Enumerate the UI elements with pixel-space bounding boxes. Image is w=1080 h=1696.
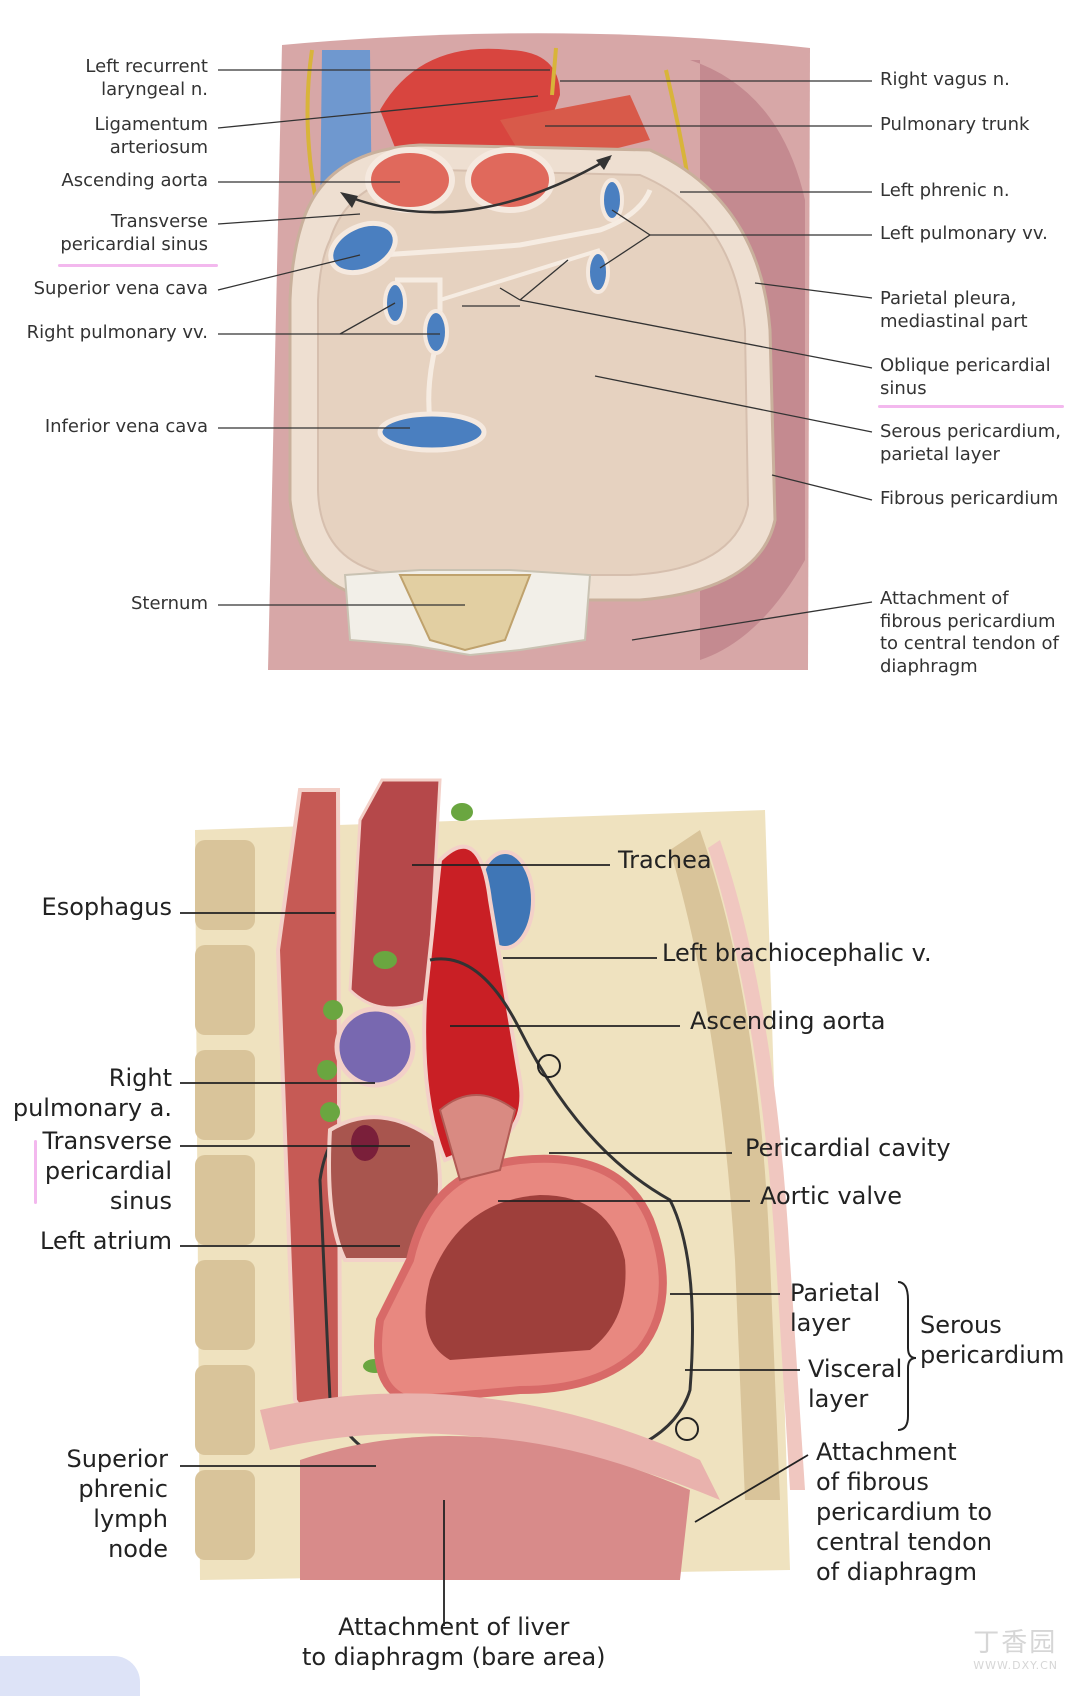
label-left-recurrent-laryngeal-n: Left recurrent laryngeal n. bbox=[85, 56, 208, 100]
label-left-phrenic-n: Left phrenic n. bbox=[880, 180, 1010, 201]
label-right-pulmonary-a: Right pulmonary a. bbox=[12, 1064, 172, 1122]
label-parietal-layer: Parietal layer bbox=[790, 1279, 881, 1337]
label-parietal-pleura: Parietal pleura, mediastinal part bbox=[880, 288, 1028, 332]
label-esophagus: Esophagus bbox=[41, 893, 172, 921]
label-aortic-valve: Aortic valve bbox=[760, 1182, 902, 1210]
vertebral-column bbox=[195, 840, 255, 1560]
label-left-atrium: Left atrium bbox=[39, 1227, 172, 1255]
label-inferior-vena-cava: Inferior vena cava bbox=[44, 416, 208, 437]
label-attachment-fibrous-pericardium-top: Attachment of fibrous pericardium to cen… bbox=[880, 588, 1059, 677]
label-transverse-pericardial-sinus-top: Transverse pericardial sinus bbox=[60, 211, 208, 255]
sternum-body bbox=[398, 574, 532, 652]
pericardial-sac-illustration bbox=[217, 33, 873, 671]
label-right-vagus-n: Right vagus n. bbox=[880, 69, 1010, 90]
vagus-nerve bbox=[550, 47, 558, 96]
anterior-chest-wall bbox=[708, 840, 805, 1490]
label-transverse-pericardial-sinus-bottom: Transverse pericardial sinus bbox=[42, 1127, 172, 1215]
watermark-brand: 丁香园 bbox=[973, 1628, 1058, 1658]
corner-tab-decoration bbox=[0, 1656, 140, 1696]
label-ascending-aorta-top: Ascending aorta bbox=[61, 170, 208, 191]
label-serous-pericardium-parietal: Serous pericardium, parietal layer bbox=[880, 421, 1062, 465]
highlight-bar-transverse-sinus bbox=[34, 1140, 37, 1204]
left-pulmonary-vein-upper bbox=[600, 178, 624, 222]
label-oblique-pericardial-sinus: Oblique pericardial sinus bbox=[880, 355, 1051, 399]
top-leader-lines bbox=[217, 69, 873, 641]
reflection-line-upper bbox=[379, 188, 653, 258]
label-ligamentum-arteriosum: Ligamentum arteriosum bbox=[94, 114, 208, 158]
arrowhead-left bbox=[340, 192, 358, 208]
ivc-cut bbox=[377, 411, 487, 453]
label-left-brachiocephalic-v: Left brachiocephalic v. bbox=[662, 939, 932, 967]
pericardial-cavity-marker bbox=[537, 1054, 561, 1078]
attachment-marker bbox=[675, 1417, 699, 1441]
ascending-aorta-cut bbox=[365, 147, 455, 213]
highlight-underline-transverse-sinus bbox=[58, 264, 218, 267]
watermark-url: WWW.DXY.CN bbox=[973, 1659, 1058, 1672]
serous-bracket bbox=[897, 1281, 917, 1431]
highlight-underline-oblique-sinus bbox=[878, 405, 1064, 408]
label-sternum: Sternum bbox=[131, 593, 208, 614]
left-pulmonary-vein-lower bbox=[586, 250, 610, 294]
sagittal-section-illustration bbox=[180, 778, 917, 1626]
top-diagram-panel: Left recurrent laryngeal n. Ligamentum a… bbox=[0, 0, 1080, 700]
label-attachment-fibrous-pericardium-bottom: Attachment of fibrous pericardium to cen… bbox=[816, 1438, 993, 1586]
label-pericardial-cavity: Pericardial cavity bbox=[745, 1134, 951, 1162]
ventricle-cavity bbox=[425, 1195, 626, 1360]
pulmonary-vein-opening bbox=[351, 1125, 379, 1161]
label-trachea: Trachea bbox=[618, 846, 712, 874]
label-visceral-layer: Visceral layer bbox=[808, 1355, 903, 1413]
label-ascending-aorta-bottom: Ascending aorta bbox=[690, 1007, 886, 1035]
aortic-valve-leaflets bbox=[438, 1094, 517, 1182]
arrowhead-right bbox=[596, 155, 612, 170]
label-fibrous-pericardium: Fibrous pericardium bbox=[880, 488, 1059, 509]
right-pulmonary-vein-lower bbox=[423, 309, 449, 355]
watermark: 丁香园 WWW.DXY.CN bbox=[973, 1622, 1058, 1672]
label-superior-phrenic-lymph-node: Superior phrenic lymph node bbox=[66, 1445, 168, 1563]
label-right-pulmonary-vv: Right pulmonary vv. bbox=[26, 322, 208, 343]
sternum-section bbox=[670, 830, 780, 1500]
bottom-leader-lines bbox=[180, 864, 809, 1626]
label-pulmonary-trunk: Pulmonary trunk bbox=[880, 114, 1030, 135]
label-attachment-liver: Attachment of liver to diaphragm (bare a… bbox=[302, 1613, 606, 1671]
liver bbox=[300, 1436, 690, 1580]
label-serous-pericardium: Serous pericardium bbox=[920, 1311, 1065, 1369]
right-pulmonary-artery bbox=[334, 1006, 416, 1088]
label-left-pulmonary-vv: Left pulmonary vv. bbox=[880, 223, 1048, 244]
bottom-diagram-panel: Trachea Esophagus Left brachiocephalic v… bbox=[0, 700, 1080, 1696]
oblique-sinus-boundary bbox=[439, 248, 601, 302]
transverse-sinus-arrow bbox=[351, 156, 611, 214]
diaphragm bbox=[260, 1393, 720, 1500]
label-superior-vena-cava: Superior vena cava bbox=[33, 278, 208, 299]
